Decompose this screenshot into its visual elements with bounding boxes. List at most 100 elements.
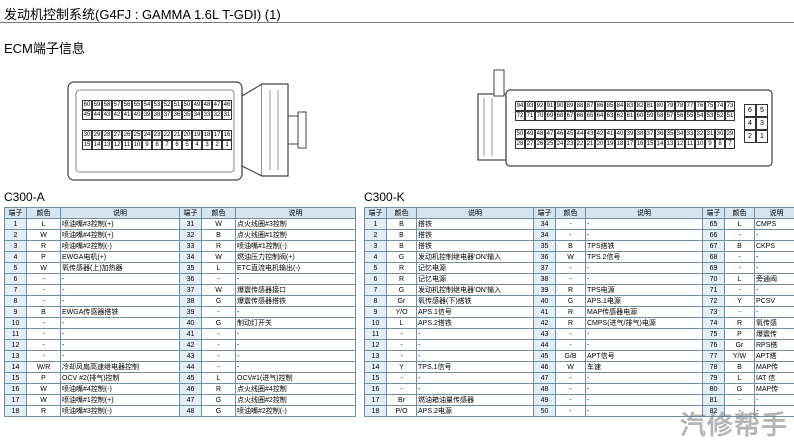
desc-cell: TPS电源 [585, 284, 703, 296]
desc-cell: 氧传感 [754, 317, 794, 329]
color-cell: - [26, 328, 61, 340]
pin-number: 49 [525, 129, 535, 139]
desc-cell: - [585, 383, 703, 395]
color-cell: B [201, 229, 236, 241]
column-header-color: 颜色 [386, 207, 417, 219]
pin-cell: 47 [179, 394, 202, 406]
desc-cell: ETC直流电机输出(-) [235, 262, 356, 274]
color-cell: W [201, 251, 236, 263]
desc-cell: - [585, 273, 703, 285]
pin-cell: 32 [179, 229, 202, 241]
pin-number: 9 [705, 139, 715, 149]
pin-number: 47 [545, 129, 555, 139]
color-cell: B [386, 229, 417, 241]
color-cell: - [386, 328, 417, 340]
color-cell: L [201, 372, 236, 384]
pin-cell: 41 [533, 306, 556, 318]
pin-cell: 71 [702, 284, 725, 296]
pin-number: 87 [585, 101, 595, 111]
pin-cell: 81 [702, 394, 725, 406]
pin-number: 5 [756, 104, 768, 117]
desc-cell: 燃油箱油量传感器 [416, 394, 534, 406]
color-cell: B [386, 218, 417, 230]
desc-cell: - [60, 295, 180, 307]
pin-cell: 48 [533, 383, 556, 395]
pin-cell: 3 [364, 240, 387, 252]
pin-number: 17 [212, 130, 222, 140]
pin-number: 24 [142, 130, 152, 140]
pin-number: 22 [575, 139, 585, 149]
desc-cell: 喷油嘴#1控制(+) [60, 394, 180, 406]
pin-cell: 18 [4, 405, 27, 417]
pin-number: 62 [615, 111, 625, 121]
pin-cell: 31 [179, 218, 202, 230]
desc-cell: APS.1信号 [416, 306, 534, 318]
pin-number: 31 [705, 129, 715, 139]
color-cell: L [386, 317, 417, 329]
pin-number: 51 [725, 111, 735, 121]
color-cell: - [201, 339, 236, 351]
pin-number: 9 [142, 140, 152, 150]
column-header-pin: 端子 [4, 207, 27, 219]
desc-cell: 点火线圈#1控制 [235, 229, 356, 241]
pin-number: 7 [162, 140, 172, 150]
pin-cell: 4 [364, 251, 387, 263]
pin-number: 33 [202, 110, 212, 120]
pin-number: 11 [685, 139, 695, 149]
pin-number: 56 [675, 111, 685, 121]
pin-number: 17 [625, 139, 635, 149]
desc-cell: 发动机控制继电器'ON'输入 [416, 284, 534, 296]
desc-cell: 爆震传感器接口 [235, 284, 356, 296]
pin-number: 52 [715, 111, 725, 121]
pin-number: 21 [585, 139, 595, 149]
color-cell: G [201, 295, 236, 307]
pin-cell: 40 [179, 317, 202, 329]
desc-cell: - [585, 328, 703, 340]
pin-number: 80 [655, 101, 665, 111]
color-cell: R [201, 383, 236, 395]
desc-cell: - [235, 361, 356, 373]
color-cell: W [555, 361, 586, 373]
pin-cell: 72 [702, 295, 725, 307]
desc-cell: 喷油嘴#2控制(-) [235, 405, 356, 417]
desc-cell: - [235, 273, 356, 285]
color-cell: - [26, 295, 61, 307]
pin-number: 26 [122, 130, 132, 140]
color-cell: - [201, 350, 236, 362]
pin-number: 20 [595, 139, 605, 149]
color-cell: W [201, 284, 236, 296]
pin-number: 34 [192, 110, 202, 120]
pin-cell: 17 [364, 394, 387, 406]
desc-cell: - [754, 394, 794, 406]
pin-cell: 79 [702, 372, 725, 384]
color-cell: R [555, 306, 586, 318]
pin-number: 44 [575, 129, 585, 139]
color-cell: Gr [386, 295, 417, 307]
color-cell: Br [386, 394, 417, 406]
pin-cell: 4 [4, 251, 27, 263]
pin-number: 5 [182, 140, 192, 150]
desc-cell: EWGA电机(+) [60, 251, 180, 263]
pin-cell: 15 [364, 372, 387, 384]
desc-cell: - [235, 350, 356, 362]
pin-number: 60 [82, 100, 92, 110]
color-cell: Gr [724, 339, 755, 351]
color-cell: - [555, 328, 586, 340]
pin-cell: 80 [702, 383, 725, 395]
pin-cell: 18 [364, 405, 387, 417]
color-cell: - [386, 350, 417, 362]
column-header-color: 颜色 [201, 207, 236, 219]
pin-number: 36 [655, 129, 665, 139]
pin-number: 10 [132, 140, 142, 150]
pin-number: 89 [565, 101, 575, 111]
color-cell: B [555, 240, 586, 252]
pin-number: 58 [655, 111, 665, 121]
pin-cell: 7 [364, 284, 387, 296]
desc-cell: - [585, 372, 703, 384]
pin-number: 78 [675, 101, 685, 111]
